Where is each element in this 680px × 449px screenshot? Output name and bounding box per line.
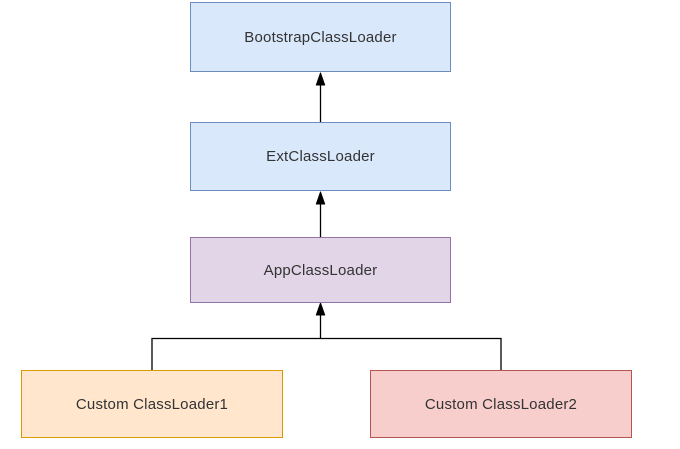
node-label: Custom ClassLoader2 <box>424 395 578 413</box>
edge-customs-to-app <box>151 302 502 370</box>
node-app-classloader: AppClassLoader <box>190 237 451 303</box>
node-ext-classloader: ExtClassLoader <box>190 122 451 191</box>
edge-ext-to-bootstrap <box>315 72 326 122</box>
node-custom-classloader2: Custom ClassLoader2 <box>370 370 632 438</box>
node-bootstrap-classloader: BootstrapClassLoader <box>190 2 451 72</box>
node-label: ExtClassLoader <box>266 148 375 165</box>
node-custom-classloader1: Custom ClassLoader1 <box>21 370 283 438</box>
node-label: AppClassLoader <box>263 261 378 279</box>
node-label: BootstrapClassLoader <box>244 28 397 46</box>
edge-app-to-ext <box>315 191 326 237</box>
arrowhead-up-icon <box>315 191 326 205</box>
branch-line <box>151 337 502 370</box>
arrowhead-up-icon <box>315 302 326 316</box>
arrowhead-up-icon <box>315 72 326 86</box>
node-label: Custom ClassLoader1 <box>75 395 229 413</box>
